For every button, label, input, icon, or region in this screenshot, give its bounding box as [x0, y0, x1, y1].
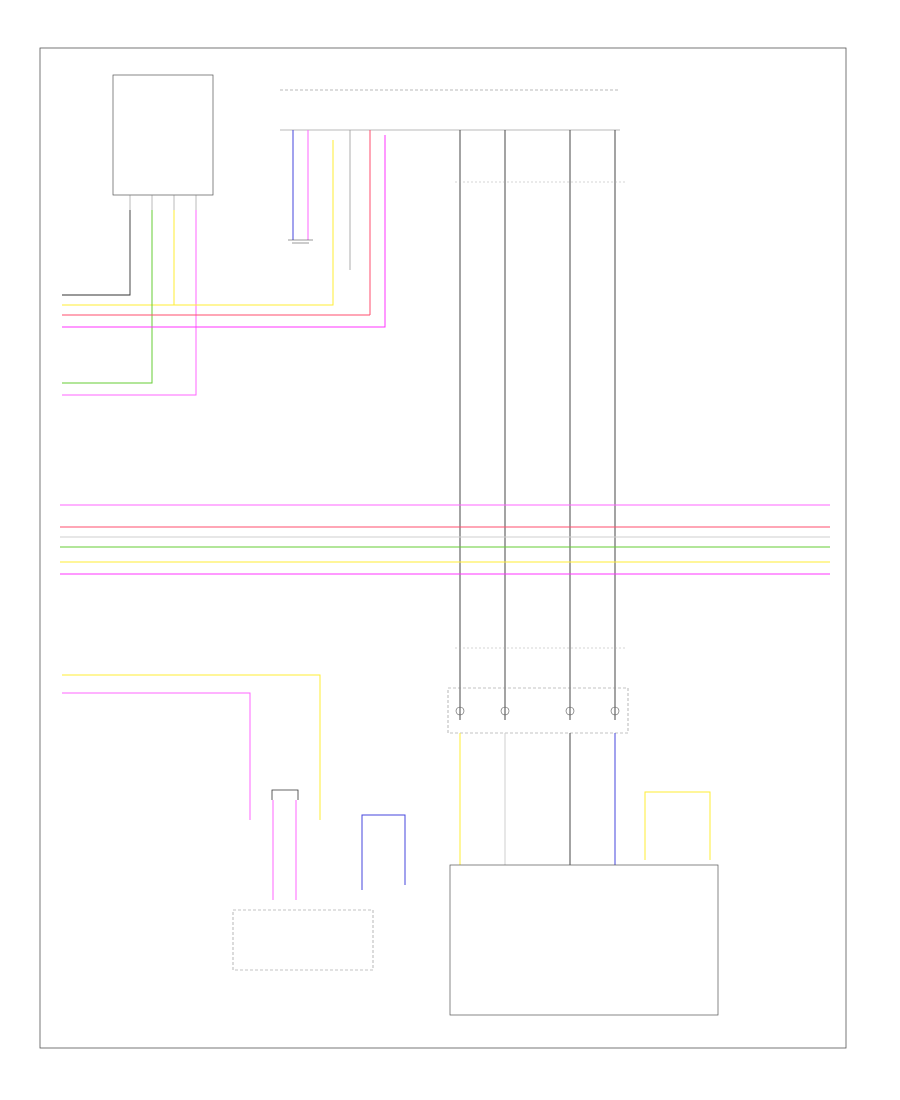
top-center-connector — [280, 89, 625, 720]
top-left-module — [62, 74, 214, 396]
bottom-right-block — [449, 864, 719, 1016]
right-switch-cluster — [447, 647, 629, 865]
wire-yellow — [62, 210, 175, 306]
wire-green — [62, 210, 153, 384]
wire-black — [62, 210, 131, 296]
wire-pink — [62, 210, 197, 396]
wire-yellow-radio — [62, 674, 321, 820]
wire-pink-radio — [62, 692, 251, 820]
radio-control — [232, 814, 406, 971]
ground-symbol — [288, 239, 313, 244]
right-small-connector — [644, 791, 711, 860]
bus-wires — [60, 504, 830, 575]
diagram-frame — [39, 47, 847, 1049]
wire-magenta-left — [62, 135, 386, 328]
front-speaker — [271, 789, 299, 900]
wire-yellow-to-fuse — [174, 140, 334, 306]
